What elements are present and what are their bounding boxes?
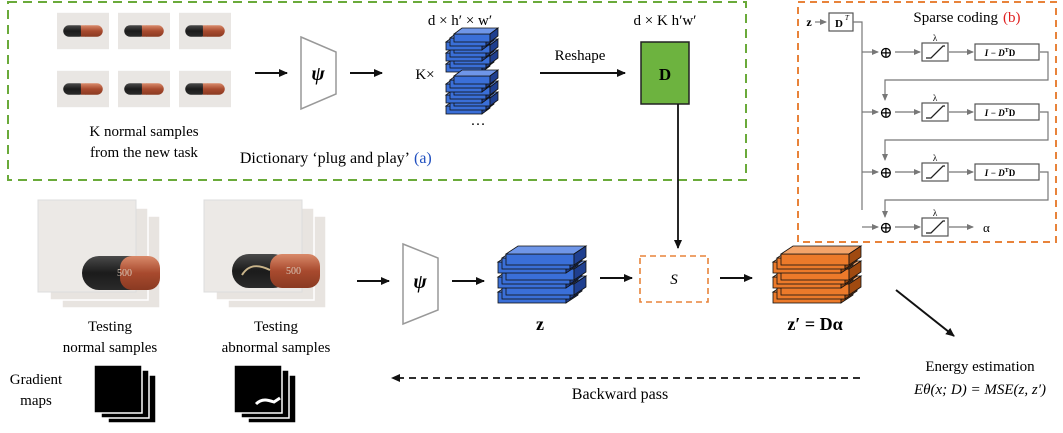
identity-box-label: I − DTD: [984, 168, 1016, 178]
gradient-label-line1: Gradient: [10, 372, 63, 388]
feature-slab: [453, 33, 491, 43]
capsule-image: [118, 70, 170, 108]
dictionary-matrix-box: [640, 41, 690, 105]
z-label: z: [536, 314, 544, 334]
capsule-image: [179, 70, 231, 108]
lambda-label: λ: [933, 33, 938, 43]
normal-sample-grid: [57, 12, 231, 108]
testing-abnormal-stack: [203, 199, 327, 309]
energy-formula: Eθ(x; D) = MSE(z, z′): [913, 382, 1046, 398]
arrow-to-energy: [895, 289, 955, 337]
identity-box-label: I − DTD: [984, 48, 1016, 58]
plus-node: ⊕: [879, 165, 892, 182]
sparse-title: Sparse coding: [913, 10, 998, 26]
capsule-print: 500: [117, 268, 132, 279]
lambda-label: λ: [933, 153, 938, 163]
feature-block-icon: [444, 69, 500, 115]
encoder-symbol: ψ: [413, 271, 427, 293]
encoder-trapezoid-icon: [402, 242, 439, 326]
capsule-image: [179, 12, 231, 50]
feature-block-icon: [496, 245, 588, 304]
gradient-map-icon: [233, 364, 297, 424]
k-times-label: K×: [415, 67, 434, 83]
identity-box-label: I − DTD: [984, 108, 1016, 118]
dict-dims-label: d × K h′w′: [634, 13, 697, 29]
s-label: S: [670, 272, 678, 288]
feature-slab: [780, 253, 850, 266]
plus-node: ⊕: [879, 45, 892, 62]
dictionary-title: Dictionary ‘plug and play’: [240, 150, 410, 167]
sparse-coding-panel-border: [797, 1, 1057, 243]
sparse-output-alpha: α: [983, 220, 990, 235]
normal-label-line2: normal samples: [63, 340, 158, 356]
dictionary-ref: (a): [414, 150, 432, 167]
samples-label-line1: K normal samples: [89, 124, 198, 140]
testing-normal-stack: [37, 199, 161, 309]
feature-block-icon: [771, 245, 863, 304]
capsule-image: [57, 70, 109, 108]
sparse-module-box: [639, 255, 709, 303]
plus-node: ⊕: [879, 105, 892, 122]
feature-dims-label: d × h′ × w′: [428, 13, 492, 29]
capsule-image: [118, 12, 170, 50]
dictionary-panel-border: [7, 1, 747, 181]
dictionary-symbol: D: [659, 65, 671, 84]
lambda-label: λ: [933, 208, 938, 218]
ramp-function-icon: [926, 45, 945, 234]
sparse-ref: (b): [1003, 10, 1021, 26]
capsule-print: 500: [286, 266, 301, 277]
abnormal-label-line2: abnormal samples: [222, 340, 331, 356]
feature-slab: [505, 253, 575, 266]
lambda-label: λ: [933, 93, 938, 103]
dt-box-label: D: [835, 18, 843, 30]
normal-label-line1: Testing: [88, 319, 132, 335]
sparse-input-z: z: [806, 15, 812, 29]
stack-ellipsis: …: [471, 113, 486, 129]
sparse-coding-network: [815, 12, 1049, 237]
encoder-trapezoid-icon: [300, 35, 337, 111]
plus-node: ⊕: [879, 220, 892, 237]
feature-block-icon: [444, 27, 500, 73]
feature-slab: [453, 75, 491, 85]
reshape-label: Reshape: [555, 48, 606, 64]
gradient-map-icon: [93, 364, 157, 424]
encoder-symbol: ψ: [311, 63, 325, 85]
abnormal-label-line1: Testing: [254, 319, 298, 335]
zprime-label: z′ = Dα: [787, 314, 842, 334]
gradient-label-line2: maps: [20, 393, 52, 409]
energy-label: Energy estimation: [925, 359, 1035, 375]
capsule-image: [57, 12, 109, 50]
dt-box-sup: T: [845, 14, 850, 22]
samples-label-line2: from the new task: [90, 145, 198, 161]
backward-pass-label: Backward pass: [572, 386, 668, 403]
